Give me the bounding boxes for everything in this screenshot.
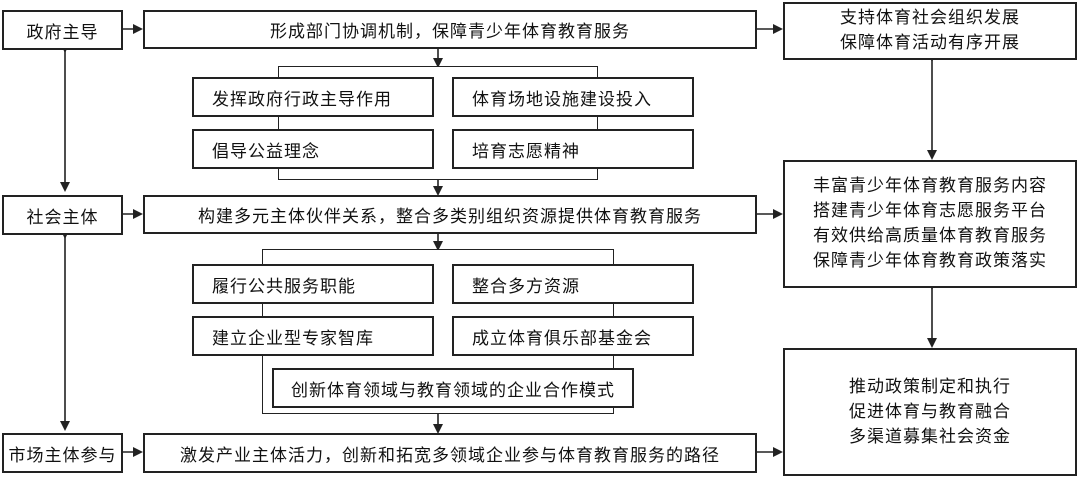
right-bottom-line-1: 推动政策制定和执行 bbox=[849, 376, 1011, 397]
gov-main-box: 形成部门协调机制，保障青少年体育教育服务 bbox=[143, 10, 757, 49]
right-top-line-2: 保障体育活动有序开展 bbox=[840, 33, 1020, 53]
society-sub-item-2: 整合多方资源 bbox=[452, 264, 694, 304]
society-sub-item-3-label: 建立企业型专家智库 bbox=[212, 328, 374, 349]
gov-main-label: 形成部门协调机制，保障青少年体育教育服务 bbox=[270, 22, 630, 42]
right-bottom-line-3: 多渠道募集社会资金 bbox=[849, 426, 1011, 447]
society-sub-item-3: 建立企业型专家智库 bbox=[192, 316, 434, 356]
society-sub-item-2-label: 整合多方资源 bbox=[472, 276, 580, 297]
market-subject-label: 市场主体参与 bbox=[8, 445, 117, 466]
gov-sub-item-1-label: 发挥政府行政主导作用 bbox=[212, 89, 392, 110]
right-bottom-box: 推动政策制定和执行 促进体育与教育融合 多渠道募集社会资金 bbox=[783, 348, 1077, 476]
society-sub-item-5: 创新体育领域与教育领域的企业合作模式 bbox=[272, 368, 634, 408]
gov-sub-item-3: 倡导公益理念 bbox=[192, 129, 434, 169]
society-subject-box: 社会主体 bbox=[2, 195, 123, 235]
gov-sub-item-1: 发挥政府行政主导作用 bbox=[192, 77, 434, 117]
society-sub-item-4: 成立体育俱乐部基金会 bbox=[452, 316, 694, 356]
gov-led-label: 政府主导 bbox=[26, 22, 99, 43]
society-sub-item-5-label: 创新体育领域与教育领域的企业合作模式 bbox=[291, 380, 615, 401]
gov-led-box: 政府主导 bbox=[2, 10, 123, 50]
society-sub-item-4-label: 成立体育俱乐部基金会 bbox=[472, 328, 652, 349]
right-bottom-line-2: 促进体育与教育融合 bbox=[849, 401, 1011, 422]
society-sub-item-1: 履行公共服务职能 bbox=[192, 264, 434, 304]
market-main-label: 激发产业主体活力，创新和拓宽多领域企业参与体育教育服务的路径 bbox=[180, 445, 720, 466]
society-main-box: 构建多元主体伙伴关系，整合多类别组织资源提供体育教育服务 bbox=[143, 195, 757, 234]
gov-sub-item-4: 培育志愿精神 bbox=[452, 129, 694, 169]
society-sub-item-1-label: 履行公共服务职能 bbox=[212, 276, 356, 297]
society-main-label: 构建多元主体伙伴关系，整合多类别组织资源提供体育教育服务 bbox=[198, 207, 702, 227]
society-subject-label: 社会主体 bbox=[26, 207, 99, 228]
gov-sub-item-2-label: 体育场地设施建设投入 bbox=[472, 89, 652, 110]
right-middle-line-3: 有效供给高质量体育教育服务 bbox=[813, 226, 1047, 246]
right-top-box: 支持体育社会组织发展 保障体育活动有序开展 bbox=[783, 2, 1077, 60]
right-top-line-1: 支持体育社会组织发展 bbox=[840, 8, 1020, 28]
right-middle-line-2: 搭建青少年体育志愿服务平台 bbox=[813, 201, 1047, 221]
gov-sub-item-2: 体育场地设施建设投入 bbox=[452, 77, 694, 117]
gov-sub-item-4-label: 培育志愿精神 bbox=[472, 141, 580, 162]
gov-sub-item-3-label: 倡导公益理念 bbox=[212, 141, 320, 162]
right-middle-line-1: 丰富青少年体育教育服务内容 bbox=[813, 176, 1047, 196]
market-subject-box: 市场主体参与 bbox=[2, 433, 123, 473]
market-main-box: 激发产业主体活力，创新和拓宽多领域企业参与体育教育服务的路径 bbox=[143, 433, 757, 473]
right-middle-line-4: 保障青少年体育教育政策落实 bbox=[813, 251, 1047, 271]
right-middle-box: 丰富青少年体育教育服务内容 搭建青少年体育志愿服务平台 有效供给高质量体育教育服… bbox=[783, 160, 1077, 288]
